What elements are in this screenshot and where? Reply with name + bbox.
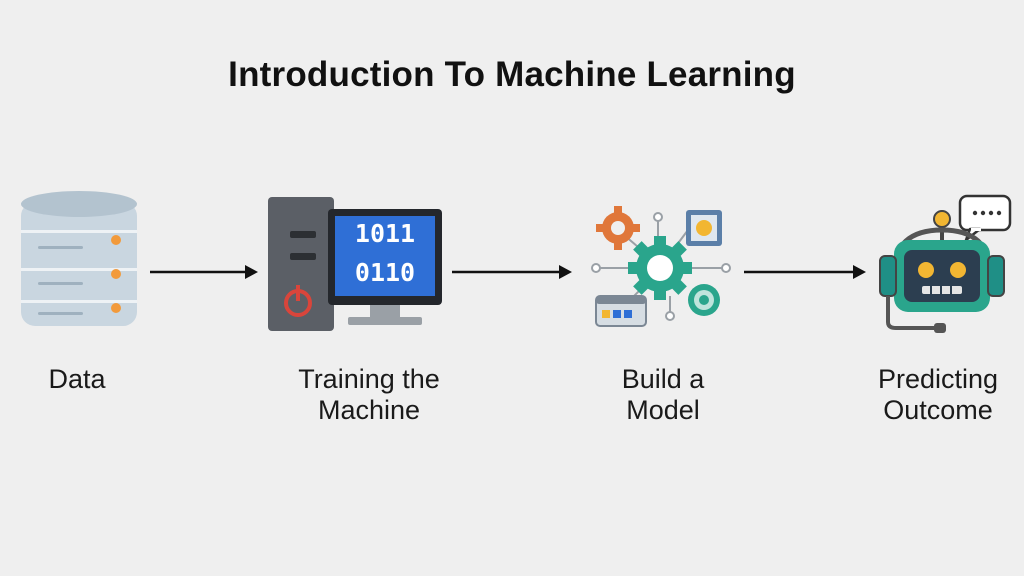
- computer-icon: [268, 197, 442, 331]
- robot-icon: [879, 194, 1012, 333]
- screen-binary-line: 0110: [354, 258, 416, 287]
- arrow-icon: [150, 265, 258, 279]
- step-label-data: Data: [48, 364, 106, 394]
- arrow-icon: [744, 265, 866, 279]
- model-building-icon: [591, 206, 731, 327]
- step-label-predicting: Predicting Outcome: [877, 364, 999, 425]
- page-title: Introduction To Machine Learning: [228, 55, 796, 94]
- screen-binary-line: 1011: [354, 219, 416, 248]
- arrow-icon: [452, 265, 572, 279]
- database-icon: [21, 191, 137, 326]
- step-label-build-model: Build a Model: [621, 364, 705, 425]
- step-label-training: Training the Machine: [298, 364, 440, 425]
